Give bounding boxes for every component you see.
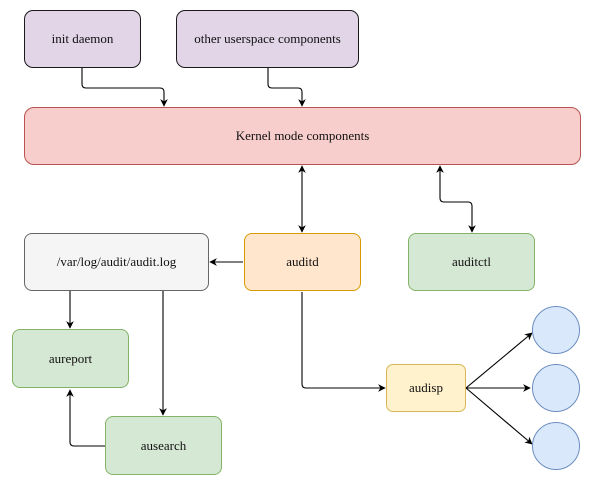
node-aureport[interactable]: aureport xyxy=(12,329,129,388)
node-audisp[interactable]: audisp xyxy=(386,364,466,412)
node-init-daemon[interactable]: init daemon xyxy=(24,10,141,68)
node-kernel-mode-components[interactable]: Kernel mode components xyxy=(24,107,581,165)
edge-ausearch-to-aureport xyxy=(66,389,105,447)
node-init-daemon-label: init daemon xyxy=(51,31,114,46)
node-auditctl-label: auditctl xyxy=(452,254,491,269)
node-kernel-mode-components-label: Kernel mode components xyxy=(235,128,370,143)
edge-audisp-to-plugin-3 xyxy=(465,387,533,445)
node-ausearch[interactable]: ausearch xyxy=(105,416,222,475)
edge-userspace-to-kernel xyxy=(267,68,306,107)
node-other-userspace-components-label: other userspace components xyxy=(194,31,341,46)
node-auditctl[interactable]: auditctl xyxy=(408,233,535,291)
edge-kernel-auditctl xyxy=(436,165,476,233)
dispatcher-plugin-circle-3[interactable] xyxy=(532,422,580,470)
node-audisp-label: audisp xyxy=(409,380,443,395)
node-aureport-label: aureport xyxy=(48,350,93,366)
node-audit-log-file[interactable]: /var/log/audit/audit.log xyxy=(24,233,209,291)
node-audit-log-file-label: /var/log/audit/audit.log xyxy=(56,254,177,269)
node-auditd-label: auditd xyxy=(286,254,319,269)
node-ausearch-label: ausearch xyxy=(140,437,187,453)
edge-audisp-to-plugin-1 xyxy=(465,332,533,389)
dispatcher-plugin-circle-1[interactable] xyxy=(532,306,580,354)
edge-auditd-to-audisp xyxy=(301,292,386,392)
node-auditd[interactable]: auditd xyxy=(244,233,361,291)
node-other-userspace-components[interactable]: other userspace components xyxy=(176,10,359,68)
dispatcher-plugin-circle-2[interactable] xyxy=(532,364,580,412)
edge-init-daemon-to-kernel xyxy=(81,68,168,107)
